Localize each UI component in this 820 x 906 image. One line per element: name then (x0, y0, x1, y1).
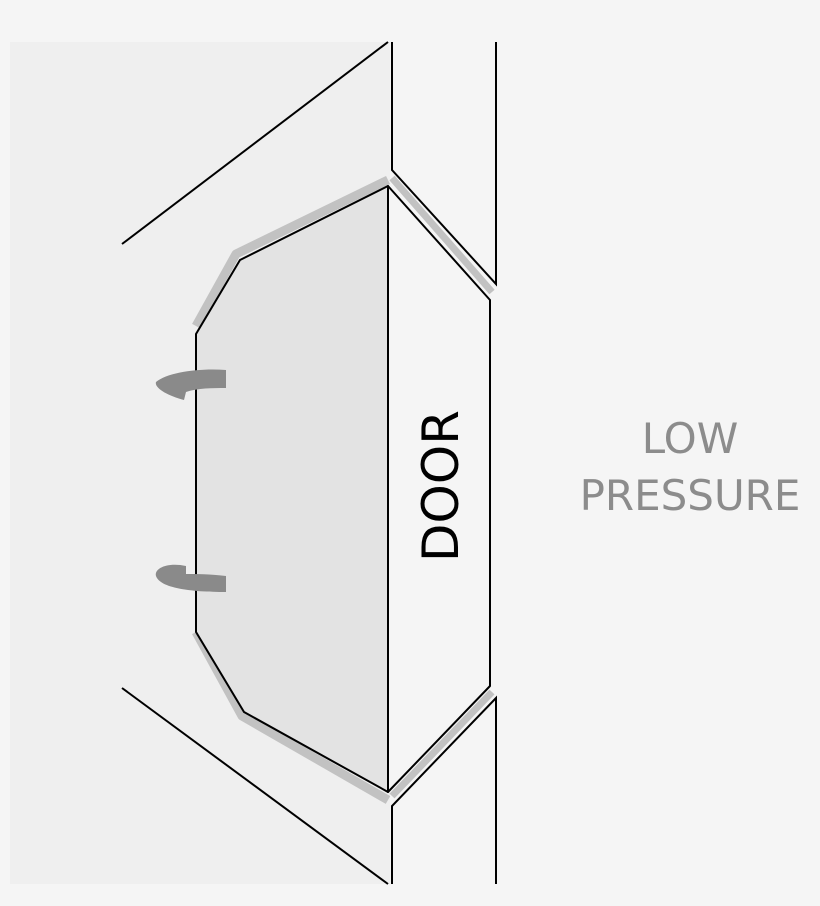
upper-diagonal-wall-line (121, 41, 389, 245)
upper-wall-jamb (391, 42, 497, 287)
lower-diagonal-wall-line (121, 687, 389, 885)
door-panel (387, 185, 491, 793)
pressure-label-line-1: LOW (642, 414, 739, 463)
lower-wall-jamb (391, 695, 497, 884)
lower-handle-icon (155, 564, 226, 592)
door-label: DOOR (412, 410, 470, 562)
pressure-label-line-2: PRESSURE (580, 471, 801, 520)
upper-frame-shadow (389, 175, 495, 295)
upper-handle-icon (155, 369, 226, 400)
cabinet-shadow (192, 175, 391, 804)
lower-frame-shadow (389, 689, 495, 799)
